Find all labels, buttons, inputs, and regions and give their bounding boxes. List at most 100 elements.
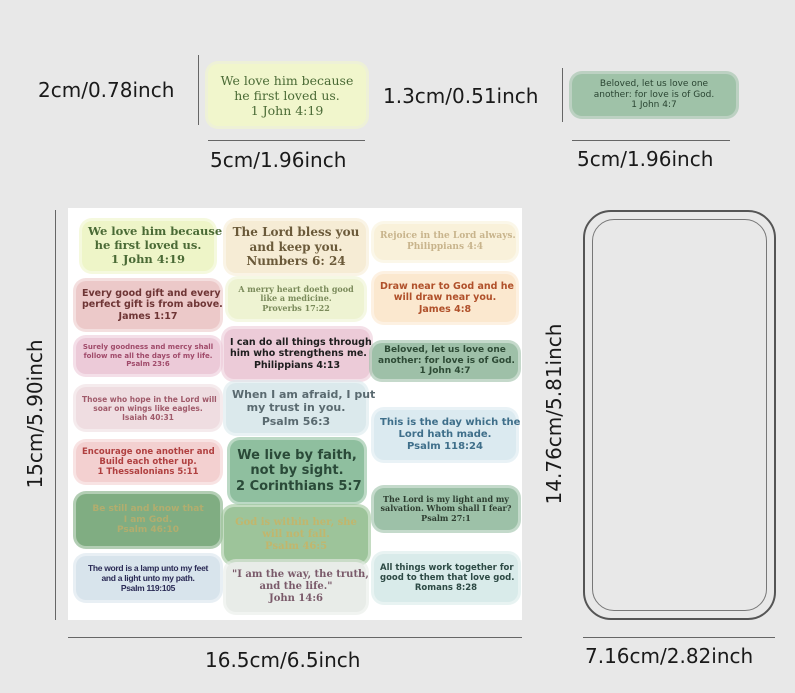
height-dimension-line	[198, 55, 199, 125]
sticker-line: This is the day which the	[380, 417, 521, 428]
sticker-line: God is within her, she	[235, 517, 357, 528]
sticker-line: Psalm 118:24	[407, 441, 483, 452]
sticker-line: The Lord is my light and my	[383, 493, 509, 504]
sticker-line: good to them that love god.	[380, 572, 515, 583]
sticker-line: Lord hath made.	[398, 429, 492, 440]
sticker-line: The word is a lamp unto my feet	[87, 562, 209, 573]
sticker-line: Romans 8:28	[414, 583, 478, 594]
sticker-line: Every good gift and every	[82, 287, 221, 299]
sticker-line: Philippians 4:13	[253, 359, 341, 371]
sticker-line: Beloved, let us love one	[599, 78, 709, 89]
sticker-line: will draw near you.	[393, 292, 497, 304]
sticker-line: Those who hope in the Lord will	[82, 394, 217, 404]
sticker-line: We live by faith,	[237, 447, 357, 463]
sticker-line: Psalm 46:10	[116, 525, 180, 536]
sticker-line: All things work together for	[380, 562, 514, 573]
sticker-line: will not fall.	[262, 529, 330, 540]
sticker-line: Build each other up.	[99, 456, 197, 467]
width-dimension-line	[572, 140, 730, 141]
sheet-height-label: 15cm/5.90inch	[23, 339, 47, 489]
sheet-width-line	[68, 637, 522, 638]
sticker-line: Psalm 56:3	[261, 414, 331, 428]
phone-width-label: 7.16cm/2.82inch	[585, 644, 754, 668]
sticker-line: James 1:17	[118, 310, 178, 322]
sticker-line: Psalm 23:6	[126, 360, 170, 369]
sticker-line: Philippians 4:4	[407, 242, 483, 252]
sticker-width-label: 5cm/1.96inch	[577, 147, 714, 171]
sticker-height-label: 2cm/0.78inch	[38, 78, 175, 102]
phone-screen-outline	[592, 219, 767, 611]
sticker-line: Isaiah 40:31	[122, 412, 174, 422]
sticker-line: Psalm 119:105	[120, 583, 176, 594]
sticker-line: 1 John 4:19	[250, 102, 324, 118]
sticker-height-label: 1.3cm/0.51inch	[383, 84, 539, 108]
sticker-line: 1 Thessalonians 5:11	[97, 467, 199, 478]
sticker-line: another: for love is of God.	[378, 355, 515, 366]
sticker-line: another: for love is of God.	[593, 89, 715, 100]
sticker-line: A merry heart doeth good	[238, 283, 354, 294]
sticker-line: Psalm 46:5	[264, 541, 328, 552]
sticker-line: 1 John 4:7	[419, 366, 471, 377]
width-dimension-line	[208, 140, 365, 141]
phone-outline	[583, 210, 776, 620]
phone-height-label: 14.76cm/5.81inch	[542, 323, 566, 505]
sticker-line: I am God.	[123, 514, 173, 525]
sticker-line: We love him because	[220, 72, 354, 88]
sticker-line: like a medicine.	[260, 293, 332, 304]
sticker-line: he first loved us.	[234, 87, 340, 103]
sticker-line: We love him because	[88, 224, 223, 239]
sticker-width-label: 5cm/1.96inch	[210, 148, 347, 172]
sticker-line: Be still and know that	[92, 503, 204, 514]
sticker-line: "I am the way, the truth,	[232, 569, 369, 580]
sticker-line: Psalm 27:1	[421, 512, 471, 523]
sticker-line: I can do all things through	[230, 336, 372, 348]
sticker-line: Beloved, let us love one	[384, 344, 506, 355]
sticker-line: salvation. Whom shall I fear?	[380, 503, 512, 514]
sheet-height-line	[55, 210, 56, 620]
sticker-line: and keep you.	[249, 239, 343, 254]
sticker-line: Numbers 6: 24	[246, 254, 346, 269]
sticker-line: Surely goodness and mercy shall	[82, 343, 214, 352]
sticker-line: him who strengthens me.	[230, 348, 367, 360]
sticker-line: my trust in you.	[246, 401, 346, 415]
sticker-line: perfect gift is from above.	[82, 299, 223, 311]
sticker-line: John 14:6	[269, 593, 323, 604]
sticker: We live by faith,not by sight.2 Corinthi…	[230, 440, 364, 502]
sticker-line: follow me all the days of my life.	[83, 351, 213, 360]
sticker-line: The Lord bless you	[232, 225, 360, 240]
sticker-line: 1 John 4:19	[110, 251, 186, 266]
sticker-line: James 4:8	[418, 303, 472, 315]
sticker-line: soar on wings like eagles.	[93, 403, 203, 413]
sticker-line: 2 Corinthians 5:7	[236, 478, 362, 494]
sticker-line: Proverbs 17:22	[262, 302, 330, 313]
sticker-line: Draw near to God and he	[380, 280, 514, 292]
sticker-line: and the life."	[259, 581, 333, 592]
sticker-line: he first loved us.	[94, 238, 202, 253]
sticker-line: Rejoice in the Lord always.	[380, 231, 516, 242]
sticker-line: not by sight.	[250, 463, 344, 479]
sheet-width-label: 16.5cm/6.5inch	[205, 648, 361, 672]
phone-width-line	[583, 637, 775, 638]
height-dimension-line	[562, 68, 563, 122]
sticker: "I am the way, the truth,and the life."J…	[226, 562, 369, 612]
